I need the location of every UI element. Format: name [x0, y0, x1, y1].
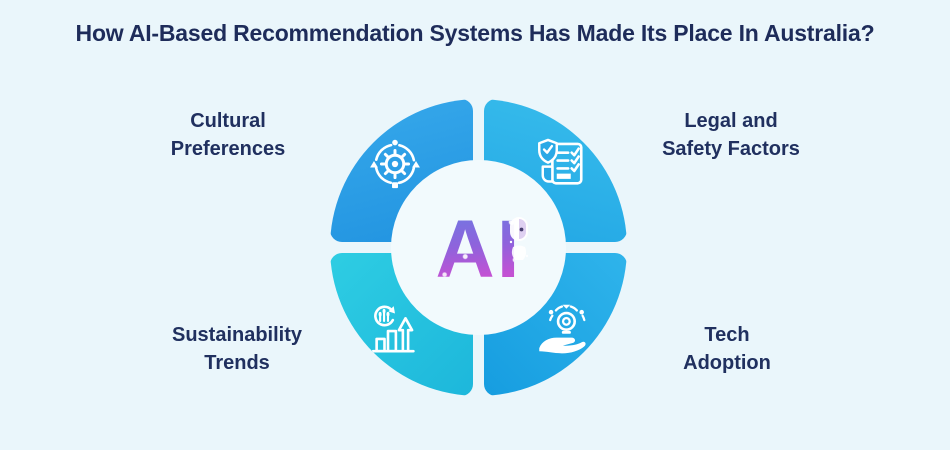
- label-line: Adoption: [683, 352, 771, 374]
- hand-holding-bulb-icon: [539, 304, 586, 354]
- label-line: Cultural: [190, 110, 266, 132]
- shield-checklist-icon: [538, 138, 583, 185]
- ai-ring-diagram: AI: [330, 99, 627, 396]
- label-line: Trends: [204, 352, 270, 374]
- label-line: Safety Factors: [662, 138, 800, 160]
- growth-bars-arrow-icon: [371, 305, 415, 353]
- label-cultural-preferences: Cultural Preferences: [113, 107, 343, 163]
- page-title: How AI-Based Recommendation Systems Has …: [75, 20, 875, 46]
- ai-center-graphic: AI: [435, 203, 528, 295]
- label-legal-safety-factors: Legal and Safety Factors: [616, 107, 846, 163]
- label-line: Sustainability: [171, 324, 303, 346]
- gear-orbit-icon: [370, 139, 420, 189]
- ring-center: AI: [391, 160, 566, 335]
- robot-head-icon: [509, 216, 528, 260]
- label-line: Tech: [704, 324, 750, 346]
- label-sustainability-trends: Sustainability Trends: [122, 321, 352, 377]
- label-line: Preferences: [170, 138, 286, 160]
- ai-center-label: AI: [435, 203, 522, 295]
- label-line: Legal and: [684, 110, 778, 132]
- label-tech-adoption: Tech Adoption: [612, 321, 842, 377]
